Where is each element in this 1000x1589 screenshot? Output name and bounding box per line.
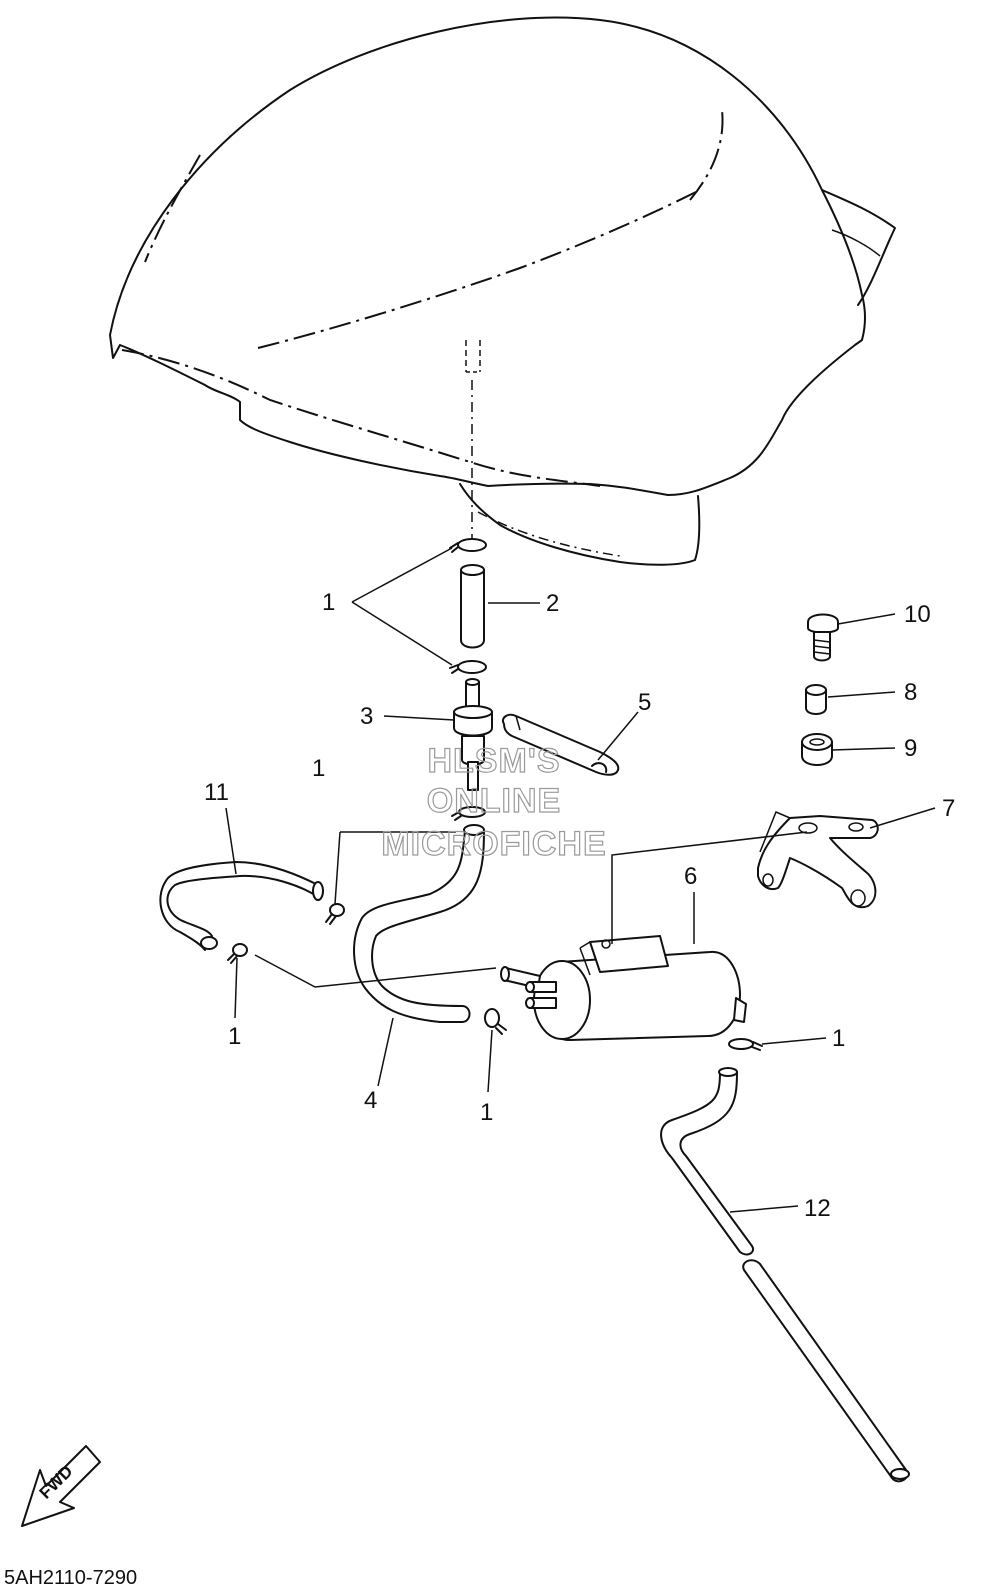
callout-collar-8: 8 — [904, 679, 917, 706]
clip-lower — [449, 660, 487, 674]
clip-left-a — [325, 903, 345, 925]
clip-middle — [451, 806, 486, 821]
fuel-tank — [109, 16, 896, 566]
callout-clip-b: 1 — [312, 755, 325, 782]
callout-clip-c: 1 — [228, 1023, 241, 1050]
clamp-5 — [502, 713, 620, 776]
clip-bottom-center — [484, 1008, 507, 1035]
canister-6 — [500, 935, 747, 1041]
watermark-line-2: ONLINE — [427, 782, 561, 820]
callout-hose-2: 2 — [546, 590, 559, 617]
clip-right — [728, 1038, 763, 1051]
watermark: HLSM'S ONLINE MICROFICHE — [381, 741, 607, 863]
bracket-7 — [757, 811, 879, 909]
callout-clip-d: 1 — [832, 1025, 845, 1052]
fwd-arrow-icon: FWD — [21, 1445, 101, 1527]
watermark-line-3: MICROFICHE — [381, 825, 606, 863]
callout-grommet-9: 9 — [904, 735, 917, 762]
callout-labels: 1 2 3 5 10 8 9 7 11 1 6 1 1 4 1 12 — [204, 589, 955, 1222]
drawing-code: 5AH2110-7290 — [4, 1567, 137, 1589]
clip-upper — [449, 538, 487, 553]
callout-bracket-7: 7 — [942, 795, 955, 822]
callout-hose-4: 4 — [364, 1087, 377, 1114]
grommet-9 — [801, 733, 833, 766]
callout-bolt-10: 10 — [904, 601, 931, 628]
callout-hose-12: 12 — [804, 1195, 831, 1222]
callout-clip-e: 1 — [480, 1099, 493, 1126]
callout-canister-6: 6 — [684, 863, 697, 890]
hose-12 — [660, 1067, 910, 1483]
clip-left-b — [227, 943, 248, 964]
callout-clamp-5: 5 — [638, 689, 651, 716]
watermark-line-1: HLSM'S — [427, 742, 560, 780]
collar-8 — [805, 684, 827, 715]
bolt-10 — [807, 613, 839, 662]
fuel-filter-3 — [453, 678, 493, 791]
leader-lines — [225, 547, 936, 1213]
hose-11 — [159, 861, 324, 951]
hose-4 — [353, 824, 485, 1023]
callout-hose-11: 11 — [204, 779, 229, 806]
hose-2 — [460, 564, 485, 649]
callout-clip-a: 1 — [322, 589, 335, 616]
callout-filter-3: 3 — [360, 703, 373, 730]
